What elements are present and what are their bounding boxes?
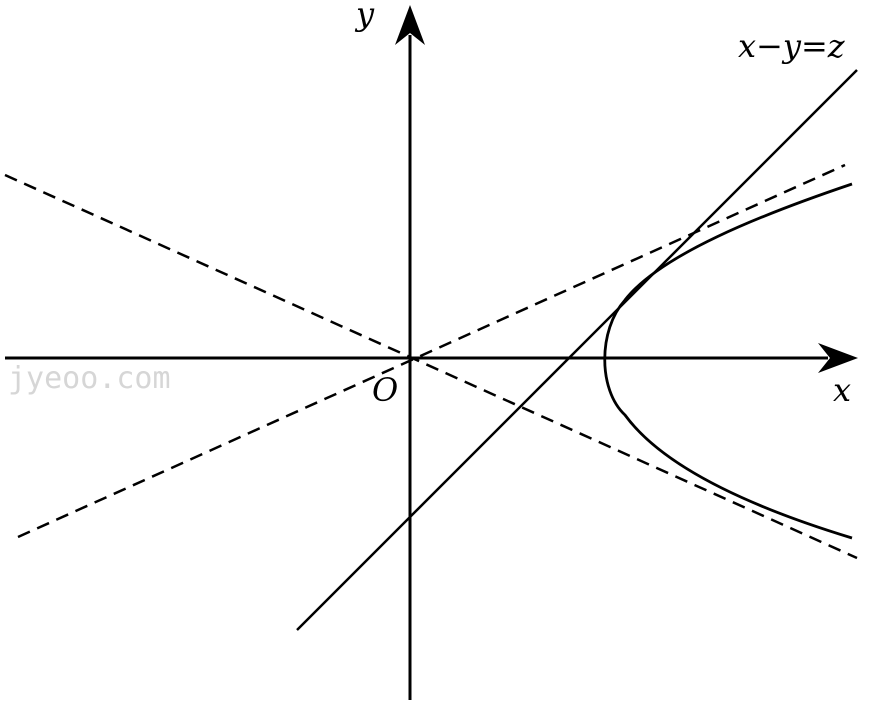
x-axis-label: x — [833, 371, 851, 409]
watermark-text: jyeoo.com — [8, 361, 171, 396]
asymptote-positive-slope — [17, 163, 846, 539]
x-axis-arrow-icon — [818, 343, 858, 373]
asymptote-negative-slope — [4, 173, 858, 560]
line-x-minus-y-equals-z — [296, 69, 858, 631]
hyperbola-right-branch — [603, 182, 853, 540]
y-axis-arrow-icon — [395, 5, 425, 45]
origin-label: O — [372, 371, 398, 409]
y-axis-label: y — [354, 0, 375, 33]
line-label: x−y=z — [738, 27, 846, 65]
